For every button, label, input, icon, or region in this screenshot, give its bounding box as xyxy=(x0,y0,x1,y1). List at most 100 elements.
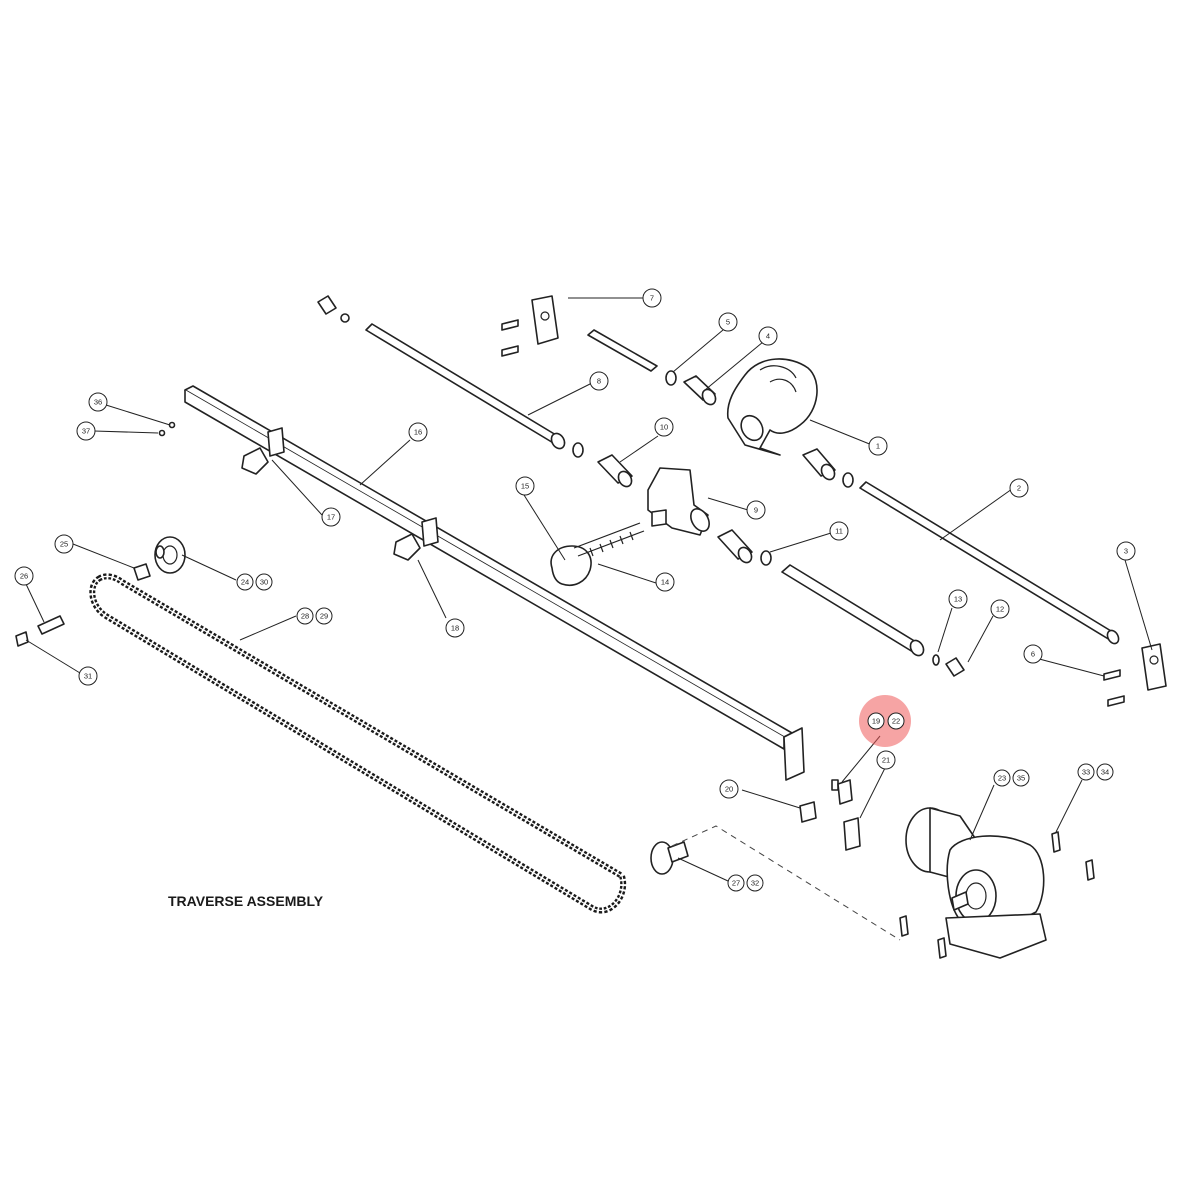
part-motor-screws xyxy=(899,831,1095,959)
part-bushing-10 xyxy=(597,454,633,488)
drive-path-line xyxy=(671,825,901,941)
callout-10: 10 xyxy=(654,417,674,437)
callout-14: 14 xyxy=(655,572,675,592)
callout-4: 4 xyxy=(758,326,778,346)
callout-2: 2 xyxy=(1009,478,1029,498)
part-switch-block xyxy=(799,801,817,823)
part-adjust-knob xyxy=(550,522,645,586)
callout-36: 36 xyxy=(88,392,108,412)
leader-lines xyxy=(25,297,1153,882)
svg-text:9: 9 xyxy=(754,506,758,515)
callout-22: 22 xyxy=(887,712,905,730)
callout-6: 6 xyxy=(1023,644,1043,664)
part-washer-upper-mid xyxy=(572,442,584,458)
svg-text:19: 19 xyxy=(872,717,880,726)
callout-21: 21 xyxy=(876,750,896,770)
svg-text:7: 7 xyxy=(650,294,654,303)
part-end-bracket xyxy=(1103,643,1167,707)
callout-9: 9 xyxy=(746,500,766,520)
callout-19: 19 xyxy=(867,712,885,730)
svg-text:5: 5 xyxy=(726,318,730,327)
callout-17: 17 xyxy=(321,507,341,527)
svg-text:28: 28 xyxy=(301,612,309,621)
callout-12: 12 xyxy=(990,599,1010,619)
part-drive-sprocket xyxy=(154,536,186,574)
diagram-title: TRAVERSE ASSEMBLY xyxy=(168,893,324,909)
part-driven-sprocket xyxy=(650,841,689,875)
svg-text:35: 35 xyxy=(1017,774,1025,783)
part-lower-rod xyxy=(781,564,925,657)
part-clamp-18 xyxy=(393,517,439,561)
svg-text:34: 34 xyxy=(1101,768,1109,777)
callout-13: 13 xyxy=(948,589,968,609)
svg-text:32: 32 xyxy=(751,879,759,888)
svg-text:15: 15 xyxy=(521,482,529,491)
callout-30: 30 xyxy=(255,573,273,591)
part-fasteners-36-37 xyxy=(158,421,176,437)
callout-29: 29 xyxy=(315,607,333,625)
callout-11: 11 xyxy=(829,521,849,541)
svg-text:12: 12 xyxy=(996,605,1004,614)
svg-text:30: 30 xyxy=(260,578,268,587)
svg-text:31: 31 xyxy=(84,672,92,681)
part-bolt-12 xyxy=(932,654,965,677)
callout-7: 7 xyxy=(642,288,662,308)
svg-text:23: 23 xyxy=(998,774,1006,783)
svg-text:27: 27 xyxy=(732,879,740,888)
part-gear-motor xyxy=(905,807,1047,959)
callout-5: 5 xyxy=(718,312,738,332)
svg-text:36: 36 xyxy=(94,398,102,407)
svg-text:24: 24 xyxy=(241,578,249,587)
svg-text:21: 21 xyxy=(882,756,890,765)
callout-35: 35 xyxy=(1012,769,1030,787)
svg-text:14: 14 xyxy=(661,578,669,587)
callout-8: 8 xyxy=(589,371,609,391)
callout-18: 18 xyxy=(445,618,465,638)
callout-32: 32 xyxy=(746,874,764,892)
svg-text:33: 33 xyxy=(1082,768,1090,777)
callout-20: 20 xyxy=(719,779,739,799)
svg-text:6: 6 xyxy=(1031,650,1035,659)
svg-text:11: 11 xyxy=(835,527,843,536)
callout-3: 3 xyxy=(1116,541,1136,561)
callout-25: 25 xyxy=(54,534,74,554)
part-washer-5 xyxy=(665,370,677,386)
callout-33: 33 xyxy=(1077,763,1095,781)
svg-text:22: 22 xyxy=(892,717,900,726)
svg-text:10: 10 xyxy=(660,423,668,432)
callout-16: 16 xyxy=(408,422,428,442)
svg-text:29: 29 xyxy=(320,612,328,621)
part-bushing-4 xyxy=(683,375,717,406)
part-clamp-17 xyxy=(241,427,285,475)
part-spacer xyxy=(133,563,151,581)
svg-text:26: 26 xyxy=(20,572,28,581)
svg-text:18: 18 xyxy=(451,624,459,633)
callout-27: 27 xyxy=(727,874,745,892)
part-switch-bracket xyxy=(843,817,861,851)
svg-text:1: 1 xyxy=(876,442,880,451)
callout-34: 34 xyxy=(1096,763,1114,781)
svg-text:3: 3 xyxy=(1124,547,1128,556)
part-cam-bushing xyxy=(802,448,854,488)
callout-37: 37 xyxy=(76,421,96,441)
part-top-rod xyxy=(317,295,566,450)
svg-text:16: 16 xyxy=(414,428,422,437)
part-bushing-11 xyxy=(717,529,772,566)
callout-28: 28 xyxy=(296,607,314,625)
svg-text:20: 20 xyxy=(725,785,733,794)
part-pivot-pin xyxy=(15,615,65,647)
svg-text:4: 4 xyxy=(766,332,770,341)
svg-text:37: 37 xyxy=(82,427,90,436)
part-drive-chain xyxy=(89,573,627,914)
callout-1: 1 xyxy=(868,436,888,456)
callout-24: 24 xyxy=(236,573,254,591)
part-main-shaft xyxy=(859,481,1120,645)
part-carriage-block-9 xyxy=(647,467,710,536)
svg-text:2: 2 xyxy=(1017,484,1021,493)
part-forked-cam xyxy=(726,358,818,456)
part-switch-actuator xyxy=(831,779,853,805)
callout-23: 23 xyxy=(993,769,1011,787)
part-traverse-bar xyxy=(184,385,805,781)
callout-26: 26 xyxy=(14,566,34,586)
